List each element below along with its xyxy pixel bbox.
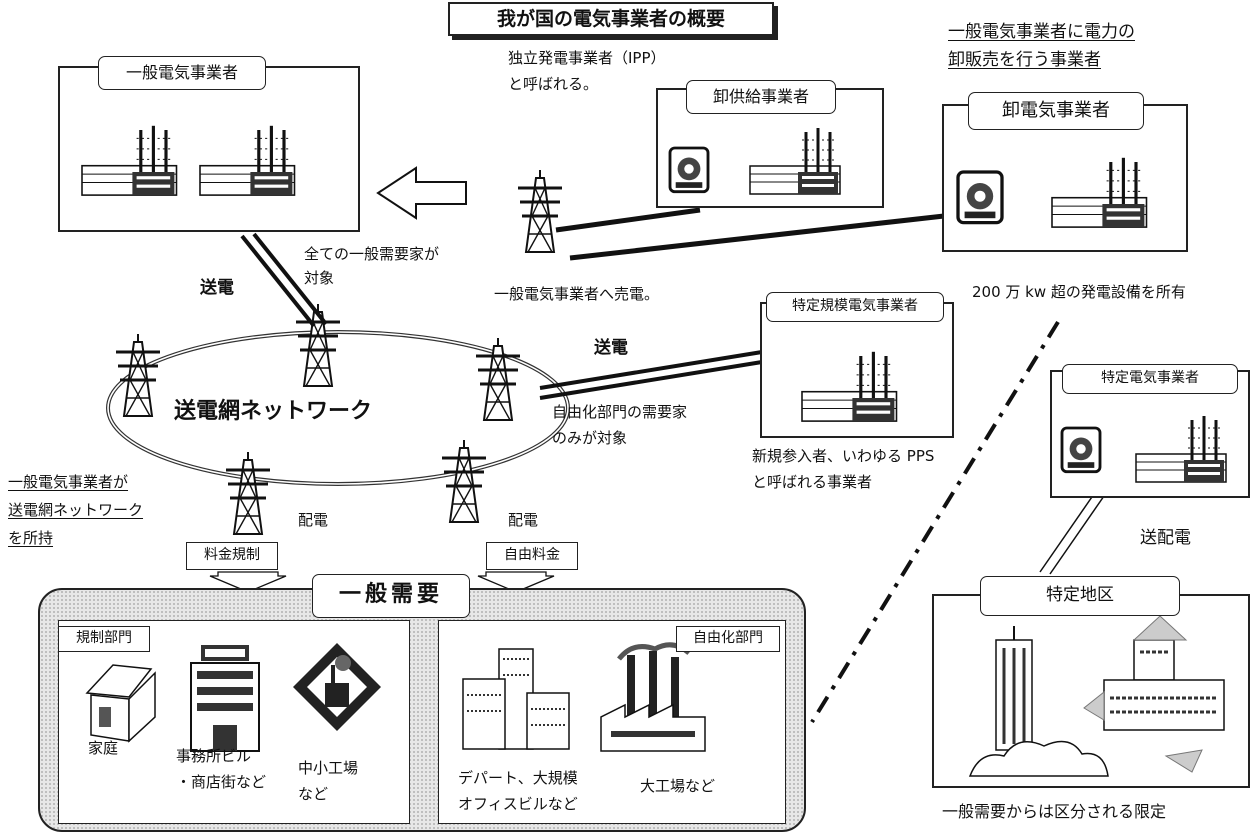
tower-icon: [440, 438, 488, 524]
specified-area-label: 特定地区: [980, 576, 1180, 616]
regulated-item-office-1: 事務所ビル: [176, 747, 252, 765]
specified-note: 一般需要からは区分される限定: [942, 802, 1167, 821]
specified-area-box: [932, 594, 1250, 788]
skyscraper-icon: [968, 626, 1109, 777]
specified-label: 特定電気事業者: [1062, 364, 1238, 394]
liberalized-sector-label: 自由化部門: [676, 626, 780, 652]
tower-icon: [516, 168, 564, 254]
ipp-note-2: と呼ばれる。: [508, 75, 599, 93]
power-plant-icon: [1134, 414, 1228, 484]
free-price-tag: 自由料金: [486, 542, 578, 570]
network-ownership-note-2: 送電網ネットワーク: [8, 501, 144, 519]
house-icon: [85, 664, 156, 743]
wholesale-heading-1: 一般電気事業者に電力の: [948, 22, 1135, 42]
pps-target-note-2: のみが対象: [552, 429, 628, 447]
page-title: 我が国の電気事業者の概要: [448, 2, 774, 36]
factory-icon: [293, 643, 381, 731]
generator-icon: [956, 170, 1004, 225]
liberalized-sector-box: [438, 620, 786, 824]
regulated-item-factory-1: 中小工場: [298, 759, 359, 777]
general-target-note-1: 全ての一般需要家が: [304, 245, 440, 263]
distribution-left-label: 配電: [298, 511, 329, 529]
regulated-item-factory-2: など: [298, 785, 329, 803]
large-factory-icon: [600, 642, 706, 752]
pps-note-1: 新規参入者、いわゆる PPS: [752, 447, 935, 465]
pps-box: [760, 302, 954, 438]
ipp-label: 卸供給事業者: [686, 80, 836, 114]
tower-icon: [114, 332, 162, 418]
power-plant-icon: [80, 124, 179, 197]
pps-transmission-label: 送電: [594, 338, 628, 358]
distribution-right-label: 配電: [508, 511, 539, 529]
wholesale-capacity-note: 200 万 kw 超の発電設備を所有: [972, 283, 1186, 301]
general-target-note-2: 対象: [304, 269, 335, 287]
regulated-item-office-2: ・商店街など: [176, 773, 267, 791]
general-demand-label: 一般需要: [312, 574, 470, 618]
regulated-price-tag: 料金規制: [186, 542, 278, 570]
wholesale-heading-2: 卸販売を行う事業者: [948, 50, 1101, 70]
general-utility-label: 一般電気事業者: [98, 56, 266, 90]
power-plant-icon: [198, 124, 297, 197]
pps-label: 特定規模電気事業者: [766, 292, 944, 322]
regulated-sector-box: [58, 620, 410, 824]
pps-note-2: と呼ばれる事業者: [752, 473, 873, 491]
specified-transmission-label: 送配電: [1140, 528, 1191, 548]
regulated-item-household: 家庭: [88, 739, 119, 757]
network-ownership-note-3: を所持: [8, 529, 54, 547]
power-plant-icon: [800, 350, 899, 423]
general-transmission-label: 送電: [200, 278, 234, 298]
arrow-icon: [376, 166, 467, 220]
pps-target-note-1: 自由化部門の需要家: [552, 403, 688, 421]
office-building-icon: [190, 645, 260, 752]
ipp-note-1: 独立発電事業者（IPP）: [508, 49, 666, 67]
hospital-icon: [1103, 639, 1225, 731]
network-label: 送電網ネットワーク: [174, 399, 373, 424]
department-store-icon: [462, 648, 570, 750]
network-ownership-note-1: 一般電気事業者が: [8, 473, 129, 491]
liberalized-item-3: 大工場など: [640, 777, 716, 795]
regulated-sector-label: 規制部門: [58, 626, 150, 652]
general-utility-box: [58, 66, 360, 232]
tower-icon: [224, 450, 272, 536]
generator-icon: [1060, 426, 1102, 474]
liberalized-item-1: デパート、大規模: [458, 769, 578, 787]
liberalized-item-2: オフィスビルなど: [458, 795, 578, 813]
generator-icon: [668, 146, 710, 194]
ipp-sale-note: 一般電気事業者へ売電。: [494, 285, 660, 303]
power-plant-icon: [748, 126, 842, 196]
power-plant-icon: [1050, 156, 1149, 229]
wholesale-label: 卸電気事業者: [968, 92, 1144, 130]
